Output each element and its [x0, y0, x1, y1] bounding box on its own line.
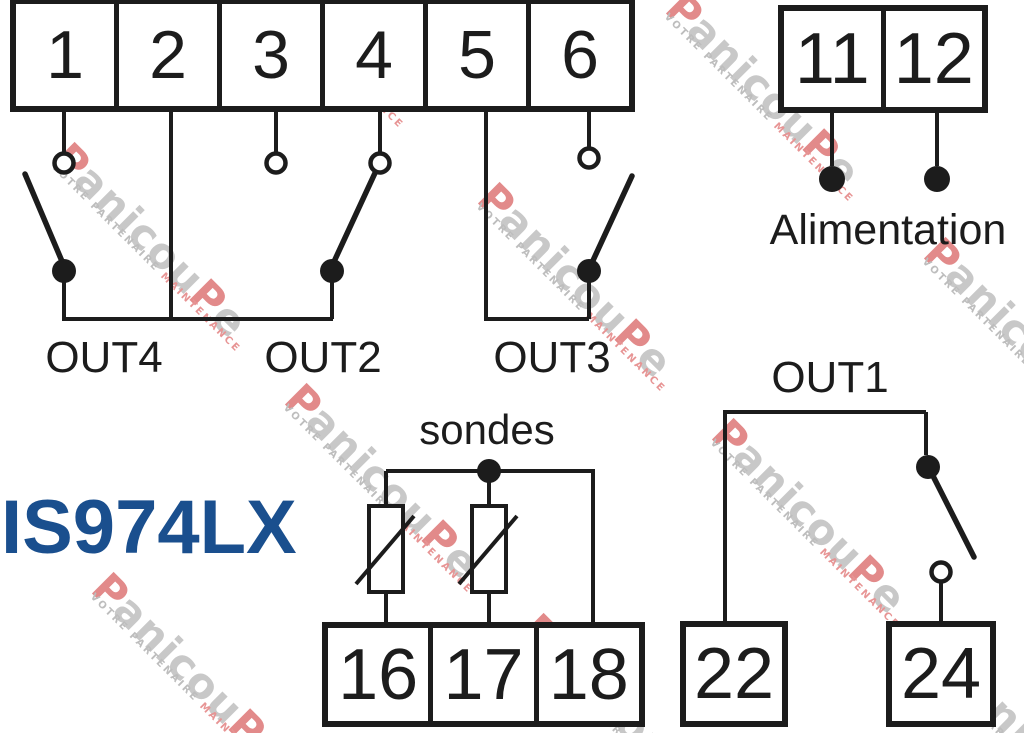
terminal-17: 17 [428, 628, 533, 721]
wire-end-dot [924, 166, 950, 192]
terminal-11: 11 [794, 19, 870, 99]
contact-open-icon [577, 146, 601, 170]
switch-blade [22, 171, 67, 269]
switch-out3 [484, 112, 635, 321]
terminal-12: 12 [880, 11, 983, 107]
terminal-4: 4 [320, 4, 423, 106]
power-supply-wires [819, 112, 950, 192]
switch-out2 [264, 112, 392, 319]
terminal-strip-power: 11 12 [778, 5, 988, 113]
terminal-3: 3 [217, 4, 320, 106]
label-out3: OUT3 [493, 333, 611, 382]
label-power: Alimentation [769, 206, 1007, 254]
label-out1: OUT1 [771, 353, 889, 402]
contact-open-icon [929, 560, 953, 584]
switch-blade [927, 467, 977, 560]
terminal-5: 5 [423, 4, 526, 106]
label-out4: OUT4 [45, 333, 163, 382]
switch-out1 [723, 410, 977, 623]
terminal-16: 16 [338, 634, 419, 715]
contact-common-dot [916, 455, 940, 479]
terminal-strip-relays: 1 2 3 4 5 6 [10, 0, 635, 112]
label-out2: OUT2 [264, 333, 382, 382]
label-probes: sondes [419, 406, 555, 453]
terminal-box-22: 22 [680, 621, 788, 727]
probe-circuit [354, 459, 595, 623]
terminal-box-24: 24 [886, 621, 996, 727]
switch-blade [329, 170, 378, 269]
contact-open-icon [368, 151, 392, 175]
terminal-1: 1 [46, 17, 84, 93]
thermistor-icon [457, 471, 519, 623]
wire-end-dot [819, 166, 845, 192]
switch-out4 [22, 112, 333, 321]
model-name: IS974LX [1, 485, 297, 570]
terminal-strip-probes: 16 17 18 [322, 622, 645, 727]
terminal-22: 22 [693, 634, 775, 714]
terminal-18: 18 [533, 628, 639, 721]
terminal-6: 6 [526, 4, 629, 106]
contact-open-icon [264, 151, 288, 175]
contact-open-icon [52, 151, 76, 175]
terminal-2: 2 [114, 4, 217, 106]
terminal-24: 24 [900, 634, 982, 714]
thermistor-icon [354, 471, 416, 623]
switch-blade [587, 173, 635, 270]
